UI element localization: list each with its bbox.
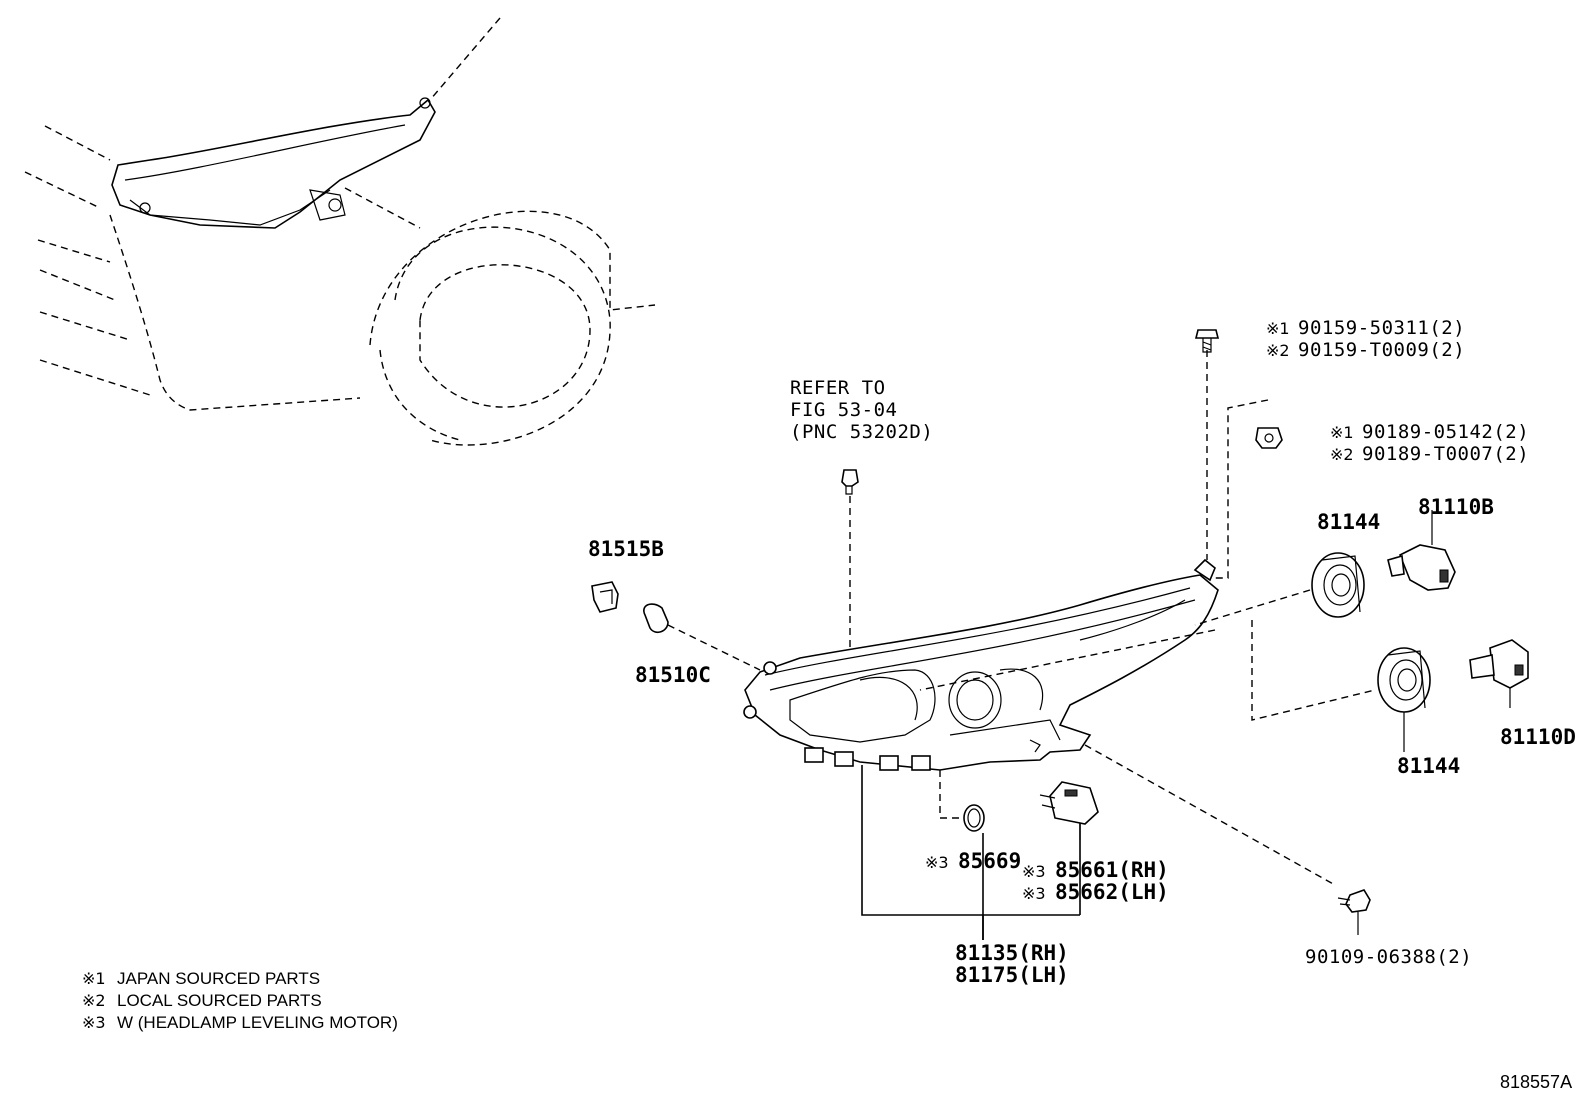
cover-81144-top-label: 81144 — [1317, 510, 1380, 534]
oring-85669-icon — [963, 804, 985, 832]
leader-lines — [667, 350, 1376, 940]
cover-81144-bottom-label: 81144 — [1397, 754, 1460, 778]
assy-rh-label: 81135(RH) — [955, 941, 1069, 965]
leveling-motor-icon — [1039, 781, 1099, 840]
refer-line-1: REFER TO — [790, 377, 886, 399]
bolt-90109-icon — [1337, 889, 1371, 935]
note-1-text: JAPAN SOURCED PARTS — [117, 969, 320, 988]
bulb-81110b-icon — [1387, 510, 1456, 591]
note-1-mark: ※1 — [82, 969, 106, 988]
refer-line-2: FIG 53-04 — [790, 399, 897, 421]
refer-note: REFER TO FIG 53-04 (PNC 53202D) — [790, 377, 933, 650]
bulb-81510c-icon — [643, 603, 669, 634]
diagram-id: 818557A — [1500, 1072, 1572, 1092]
motor-rh-mark: ※3 — [1022, 862, 1046, 881]
motor-lh-label: 85662(LH) — [1055, 880, 1169, 904]
screw-a2-mark: ※2 — [1266, 341, 1290, 360]
bolt-90109-label: 90109-06388(2) — [1305, 946, 1472, 968]
screw-icon — [1194, 329, 1220, 353]
cover-81144-top-icon — [1311, 552, 1365, 618]
refer-line-3: (PNC 53202D) — [790, 421, 933, 443]
vehicle-front-view — [24, 17, 656, 446]
bulb-81110d-icon — [1469, 639, 1529, 708]
note-2-mark: ※2 — [82, 991, 106, 1010]
socket-81515b-label: 81515B — [588, 537, 664, 561]
socket-81515b-icon — [591, 581, 619, 613]
screw-a1-number: 90159-50311(2) — [1298, 317, 1465, 339]
bulb-81110b-label: 81110B — [1418, 495, 1494, 519]
nut-b2-mark: ※2 — [1330, 445, 1354, 464]
screw-a2-number: 90159-T0009(2) — [1298, 339, 1465, 361]
note-2-text: LOCAL SOURCED PARTS — [117, 991, 322, 1010]
oring-85669-label: 85669 — [958, 849, 1021, 873]
nut-b2-number: 90189-T0007(2) — [1362, 443, 1529, 465]
screw-a1-mark: ※1 — [1266, 319, 1290, 338]
bulb-81510c-label: 81510C — [635, 663, 711, 687]
motor-lh-mark: ※3 — [1022, 884, 1046, 903]
part-labels: ※1 90159-50311(2) ※2 90159-T0009(2) ※1 9… — [588, 317, 1576, 987]
nut-b1-mark: ※1 — [1330, 423, 1354, 442]
note-3-mark: ※3 — [82, 1013, 106, 1032]
bulb-81110d-label: 81110D — [1500, 725, 1576, 749]
cover-81144-bottom-icon — [1377, 647, 1431, 713]
nut-b1-number: 90189-05142(2) — [1362, 421, 1529, 443]
oring-85669-mark: ※3 — [925, 853, 949, 872]
note-3-text: W (HEADLAMP LEVELING MOTOR) — [117, 1013, 398, 1032]
assy-lh-label: 81175(LH) — [955, 963, 1069, 987]
nut-icon — [1255, 427, 1283, 449]
motor-rh-label: 85661(RH) — [1055, 858, 1169, 882]
refer-clip-icon — [841, 469, 859, 495]
legend-notes: ※1 JAPAN SOURCED PARTS ※2 LOCAL SOURCED … — [82, 969, 398, 1032]
headlamp-assembly — [743, 558, 1219, 771]
